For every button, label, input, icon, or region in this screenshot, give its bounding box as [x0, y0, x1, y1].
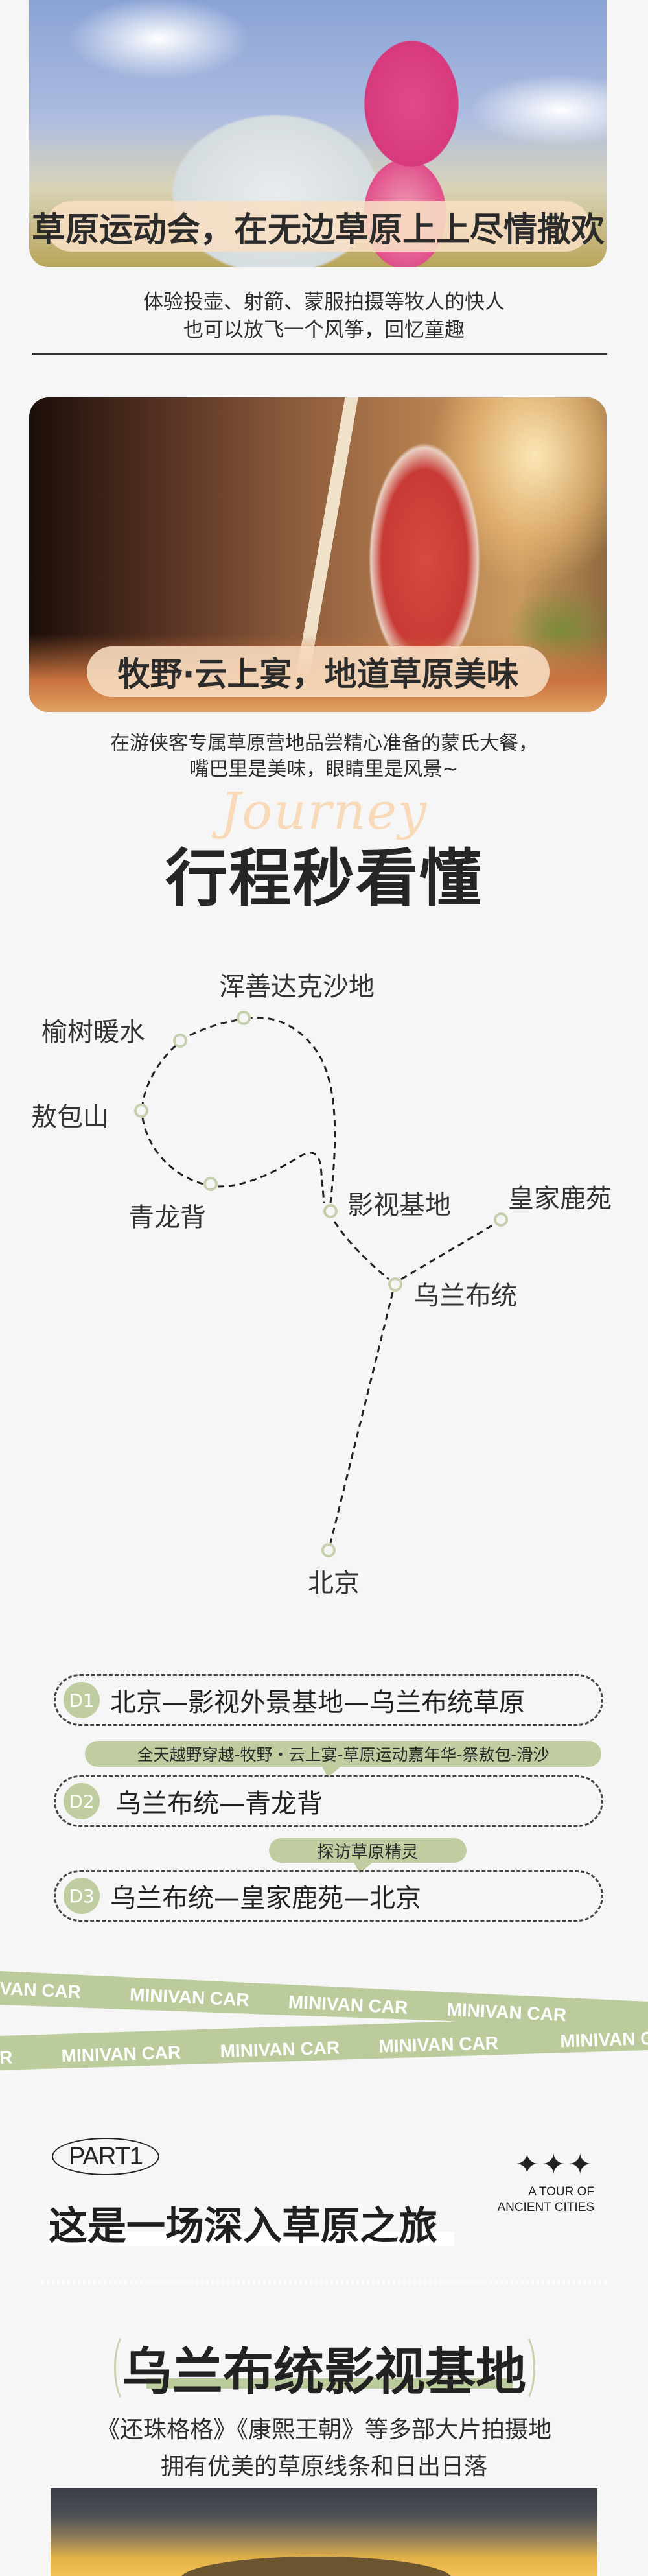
sports-caption: 草原运动会，在无边草原上上尽情撒欢 — [32, 201, 605, 252]
day-1-note: 全天越野穿越-牧野・云上宴-草原运动嘉年华-祭敖包-滑沙 — [85, 1741, 601, 1777]
left-bracket-decoration — [114, 2332, 140, 2404]
map-label: 影视基地 — [347, 1190, 451, 1220]
note-text: 全天越野穿越-牧野・云上宴-草原运动嘉年华-祭敖包-滑沙 — [137, 1745, 550, 1764]
feast-desc-line-2: 嘴巴里是美味，眼睛里是风景~ — [189, 758, 459, 781]
map-node-qinglongbei — [203, 1177, 218, 1191]
map-node-yushu — [173, 1034, 187, 1048]
map-label: 皇家鹿苑 — [508, 1184, 612, 1214]
minivan-banner: MINIVAN CAR MINIVAN CAR MINIVAN CAR MINI… — [0, 1971, 648, 2071]
section-divider — [32, 353, 607, 355]
route-path — [185, 1019, 238, 1039]
map-node-hunshandake — [237, 1011, 251, 1025]
route-path — [217, 1152, 325, 1203]
day-route: 乌兰布统—皇家鹿苑—北京 — [110, 1884, 421, 1913]
map-label: 敖包山 — [31, 1102, 109, 1132]
map-label: 榆树暖水 — [41, 1017, 145, 1047]
day-route: 北京—影视外景基地—乌兰布统草原 — [110, 1688, 525, 1718]
part-tag: PART1 — [52, 2138, 159, 2175]
route-map: 浑善达克沙地 榆树暖水 敖包山 青龙背 影视基地 皇家鹿苑 乌兰布统 北京 — [31, 972, 612, 1598]
day-badge: D1 — [64, 1682, 100, 1718]
route-path — [141, 1117, 204, 1185]
part-title: 这是一场深入草原之旅 — [49, 2204, 437, 2249]
tour-subtitle-line-1: A TOUR OF — [528, 2185, 594, 2199]
film-base-sunset-photo — [51, 2488, 597, 2576]
route-path — [329, 1292, 394, 1544]
map-node-film-base — [323, 1204, 338, 1218]
sports-desc-line-2: 也可以放飞一个风筝，回忆童趣 — [183, 318, 465, 342]
note-text: 探访草原精灵 — [317, 1842, 419, 1862]
day-route: 乌兰布统—青龙背 — [115, 1789, 323, 1819]
journey-title: 行程秒看懂 — [165, 842, 483, 915]
map-node-aobaoshan — [134, 1104, 148, 1118]
route-path — [249, 1016, 336, 1204]
day-badge: D2 — [64, 1783, 100, 1819]
journey-script-text: Journey — [220, 783, 428, 841]
map-node-royal-deer-park — [494, 1212, 508, 1227]
day-badge: D3 — [64, 1878, 100, 1914]
banner-text: MINIVAN CAR — [0, 2047, 13, 2070]
day-1-row: D1 北京—影视外景基地—乌兰布统草原 — [54, 1674, 603, 1726]
dotted-divider — [41, 2281, 607, 2284]
feast-desc-line-1: 在游侠客专属草原营地品尝精心准备的蒙氏大餐， — [110, 732, 538, 755]
feast-caption: 牧野·云上宴，地道草原美味 — [87, 646, 550, 697]
banner-tape-top — [0, 1971, 648, 2028]
bubble-tail — [321, 1766, 342, 1777]
route-path — [141, 1045, 176, 1105]
right-bracket-decoration — [509, 2332, 535, 2404]
day-2-row: D2 乌兰布统—青龙背 — [54, 1775, 603, 1827]
banner-tape-bottom — [0, 2015, 648, 2070]
film-base-title: 乌兰布统影视基地 — [121, 2343, 526, 2402]
title-highlight — [49, 2232, 454, 2246]
map-label: 青龙背 — [128, 1203, 206, 1233]
banner-text: MINIVAN CAR — [560, 2027, 648, 2051]
map-node-ulanbutong — [388, 1277, 402, 1292]
film-base-desc-line-2: 拥有优美的草原线条和日出日落 — [160, 2453, 487, 2480]
tour-subtitle-line-2: ANCIENT CITIES — [497, 2201, 594, 2214]
sparkle-stars-icon: ✦✦✦ — [515, 2148, 595, 2181]
sports-desc-line-1: 体验投壶、射箭、蒙服拍摄等牧人的快人 — [143, 290, 505, 314]
film-base-desc-line-1: 《还珠格格》《康熙王朝》等多部大片拍摄地 — [96, 2416, 551, 2443]
map-node-beijing — [321, 1543, 336, 1557]
banner-text: MINIVAN CAR — [378, 2033, 498, 2056]
map-label: 浑善达克沙地 — [219, 972, 375, 1002]
day-2-note: 探访草原精灵 — [269, 1838, 467, 1873]
banner-text: MINIVAN CAR — [220, 2037, 340, 2061]
map-label: 北京 — [308, 1568, 360, 1598]
day-3-row: D3 乌兰布统—皇家鹿苑—北京 — [54, 1870, 603, 1922]
banner-text: MINIVAN CAR — [61, 2042, 181, 2066]
route-path — [400, 1223, 495, 1281]
route-path — [333, 1221, 389, 1281]
map-label: 乌兰布统 — [413, 1281, 517, 1311]
title-highlight — [146, 2378, 513, 2389]
